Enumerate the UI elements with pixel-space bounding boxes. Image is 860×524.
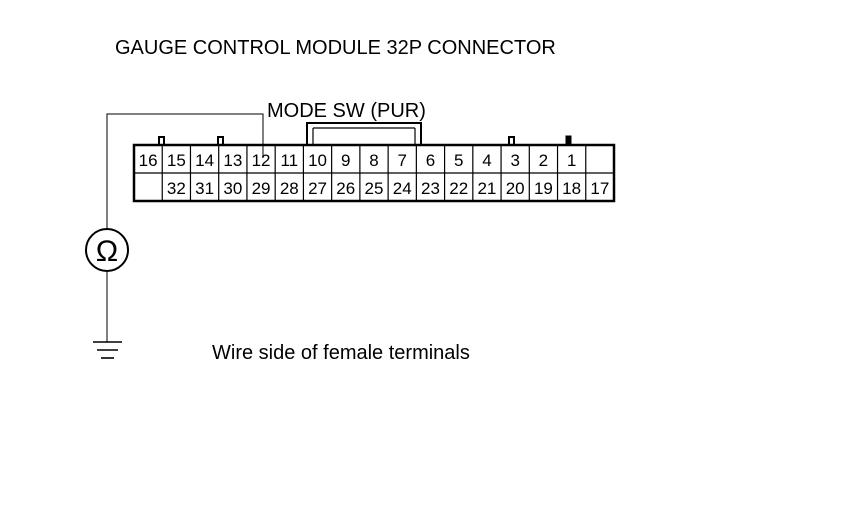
pin-top-11: 11 xyxy=(280,151,298,170)
pin-top-1: 1 xyxy=(567,151,576,170)
pin-bottom-24: 24 xyxy=(393,179,412,198)
pin-bottom-28: 28 xyxy=(280,179,299,198)
pin-top-3: 3 xyxy=(510,151,519,170)
pin-bottom-30: 30 xyxy=(223,179,242,198)
pin-bottom-32: 32 xyxy=(167,179,186,198)
pin-bottom-31: 31 xyxy=(195,179,214,198)
pin-top-7: 7 xyxy=(398,151,407,170)
pin-top-12: 12 xyxy=(252,151,271,170)
pin-top-6: 6 xyxy=(426,151,435,170)
pin-bottom-27: 27 xyxy=(308,179,327,198)
ground-icon xyxy=(93,341,122,359)
pin-top-5: 5 xyxy=(454,151,463,170)
pin-bottom-25: 25 xyxy=(365,179,384,198)
pin-bottom-23: 23 xyxy=(421,179,440,198)
pin-bottom-26: 26 xyxy=(336,179,355,198)
pin-top-8: 8 xyxy=(369,151,378,170)
tab xyxy=(508,136,515,146)
pin-bottom-20: 20 xyxy=(506,179,525,198)
pin-top-4: 4 xyxy=(482,151,491,170)
tab xyxy=(158,136,165,146)
pin-row-bottom: 32 31 30 29 28 27 26 25 24 23 22 21 20 19 18 17 xyxy=(161,173,609,201)
wire-label: MODE SW (PUR) xyxy=(267,100,426,122)
pin-top-15: 15 xyxy=(167,151,186,170)
pin-bottom-19: 19 xyxy=(534,179,553,198)
pin-top-14: 14 xyxy=(195,151,214,170)
connector-body xyxy=(132,122,616,203)
caption: Wire side of female terminals xyxy=(212,342,470,364)
pin-bottom-29: 29 xyxy=(252,179,271,198)
tab xyxy=(565,135,572,146)
connector-latch xyxy=(306,122,422,145)
ohmmeter-icon: Ω xyxy=(85,228,129,272)
pin-bottom-18: 18 xyxy=(562,179,581,198)
pin-top-10: 10 xyxy=(308,151,327,170)
pin-top-2: 2 xyxy=(539,151,548,170)
ohm-symbol: Ω xyxy=(96,235,118,268)
lead-wire xyxy=(106,113,264,229)
test-lead xyxy=(106,113,264,342)
pin-top-9: 9 xyxy=(341,151,350,170)
pin-bottom-22: 22 xyxy=(449,179,468,198)
pin-top-13: 13 xyxy=(223,151,242,170)
pin-bottom-17: 17 xyxy=(590,179,609,198)
tab xyxy=(217,136,224,146)
pin-bottom-21: 21 xyxy=(477,179,496,198)
diagram-title: GAUGE CONTROL MODULE 32P CONNECTOR xyxy=(115,37,556,59)
pin-top-16: 16 xyxy=(139,151,158,170)
